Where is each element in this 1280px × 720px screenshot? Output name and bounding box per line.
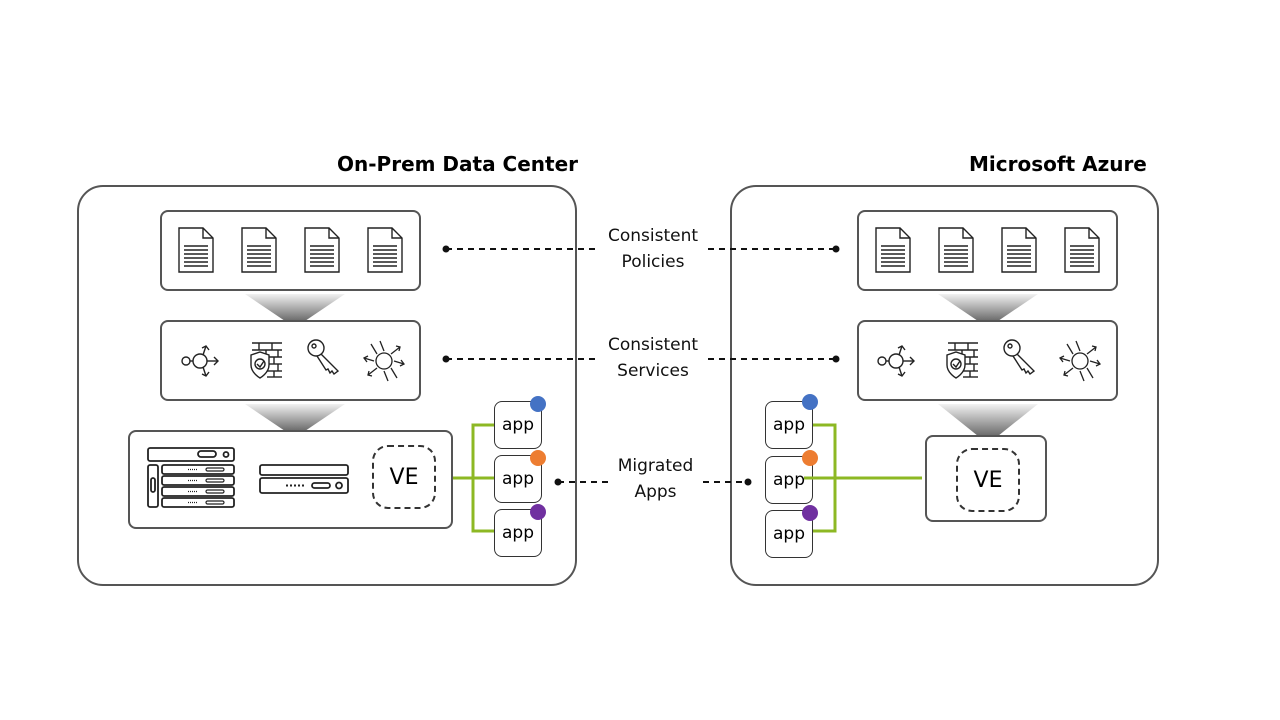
- policies-label-line2: Policies: [621, 252, 685, 272]
- right-funnel-2: [938, 404, 1038, 436]
- app-label: app: [773, 470, 805, 490]
- services-label-line2: Services: [617, 361, 689, 381]
- app-label: app: [502, 469, 534, 489]
- services-label: Consistent Services: [598, 332, 708, 384]
- on-prem-title: On-Prem Data Center: [337, 152, 579, 176]
- right-app-1: app: [765, 401, 813, 449]
- app-status-dot-blue: [802, 394, 818, 410]
- on-prem-container: [77, 185, 577, 586]
- left-services-box: [160, 320, 421, 401]
- services-label-line1: Consistent: [607, 335, 699, 355]
- azure-container: [730, 185, 1159, 586]
- apps-label-line2: Apps: [634, 482, 677, 502]
- left-app-3: app: [494, 509, 542, 557]
- app-status-dot-purple: [802, 505, 818, 521]
- policies-label-line1: Consistent: [607, 226, 699, 246]
- apps-label-line1: Migrated: [617, 456, 694, 476]
- right-funnel-1: [938, 294, 1038, 321]
- right-ve: VE: [956, 448, 1020, 512]
- app-status-dot-orange: [802, 450, 818, 466]
- left-funnel-1: [245, 294, 345, 321]
- policies-label: Consistent Policies: [598, 223, 708, 275]
- app-label: app: [502, 523, 534, 543]
- left-funnel-2: [245, 404, 345, 431]
- left-app-links: [453, 423, 497, 533]
- left-ve: VE: [372, 445, 436, 509]
- app-status-dot-orange: [530, 450, 546, 466]
- app-label: app: [773, 524, 805, 544]
- apps-label: Migrated Apps: [608, 453, 703, 505]
- app-label: app: [773, 415, 805, 435]
- right-services-box: [857, 320, 1118, 401]
- app-status-dot-blue: [530, 396, 546, 412]
- app-status-dot-purple: [530, 504, 546, 520]
- azure-title: Microsoft Azure: [969, 152, 1147, 176]
- app-label: app: [502, 415, 534, 435]
